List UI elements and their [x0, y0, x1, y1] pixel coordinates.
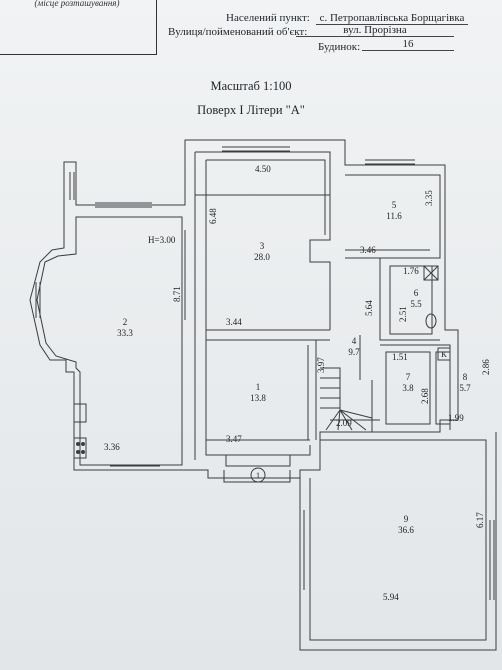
room-8-number: 8	[463, 372, 468, 382]
house-value: 16	[362, 38, 454, 51]
dim-3-97: 3.97	[316, 357, 326, 373]
room-8-area: 5.7	[459, 383, 471, 393]
room-3-number: 3	[260, 241, 265, 251]
street-value: вул. Прорізна	[296, 24, 454, 37]
dim-2-09: 2.09	[336, 418, 352, 428]
dim-6-17: 6.17	[475, 512, 485, 528]
room-2-number: 2	[123, 317, 128, 327]
settlement-value: с. Петропавлівська Борщагівка	[316, 12, 468, 25]
street-label: Вулиця/пойменований об'єкт:	[168, 26, 308, 38]
room-1-number: 1	[256, 382, 261, 392]
dim-2-68: 2.68	[420, 388, 430, 404]
room-4-number: 4	[352, 336, 357, 346]
placement-note: (місце розташування)	[34, 0, 120, 8]
boiler-marker: K	[441, 350, 447, 359]
dim-6-48: 6.48	[208, 208, 218, 224]
dim-3-44: 3.44	[226, 317, 242, 327]
room-5-number: 5	[392, 200, 397, 210]
dim-5-94: 5.94	[383, 592, 399, 602]
room-5-area: 11.6	[386, 211, 402, 221]
entrance-marker: 1	[256, 471, 260, 480]
room-3-area: 28.0	[254, 252, 270, 262]
room-1-area: 13.8	[250, 393, 266, 403]
settlement-label: Населений пункт:	[226, 12, 310, 24]
house-label: Будинок:	[318, 41, 361, 53]
dim-3-46: 3.46	[360, 245, 376, 255]
placement-box: (місце розташування)	[0, 0, 157, 55]
dim-3-47: 3.47	[226, 434, 242, 444]
room-2-area: 33.3	[117, 328, 133, 338]
room-4-area: 9.7	[348, 347, 360, 357]
scale-title: Масштаб 1:100	[210, 79, 292, 93]
room-7-number: 7	[406, 372, 411, 382]
dim-1-76: 1.76	[403, 266, 419, 276]
dim-5-64: 5.64	[364, 300, 374, 316]
dim-1-51: 1.51	[392, 352, 408, 362]
dim-2-86: 2.86	[481, 359, 491, 375]
room-6-area: 5.5	[410, 299, 422, 309]
room-9-area: 36.6	[398, 525, 414, 535]
dim-1-99: 1.99	[448, 413, 464, 423]
room-9-number: 9	[404, 514, 409, 524]
floor-title: Поверх І Літери "А"	[197, 103, 305, 117]
room-6-number: 6	[414, 288, 419, 298]
dim-4-50: 4.50	[255, 164, 271, 174]
ceiling-height: H=3.00	[148, 235, 176, 245]
dim-3-36: 3.36	[104, 442, 120, 452]
room-7-area: 3.8	[402, 383, 414, 393]
dim-3-35: 3.35	[424, 190, 434, 206]
dim-2-51: 2.51	[398, 306, 408, 322]
dim-8-71: 8.71	[172, 286, 182, 302]
